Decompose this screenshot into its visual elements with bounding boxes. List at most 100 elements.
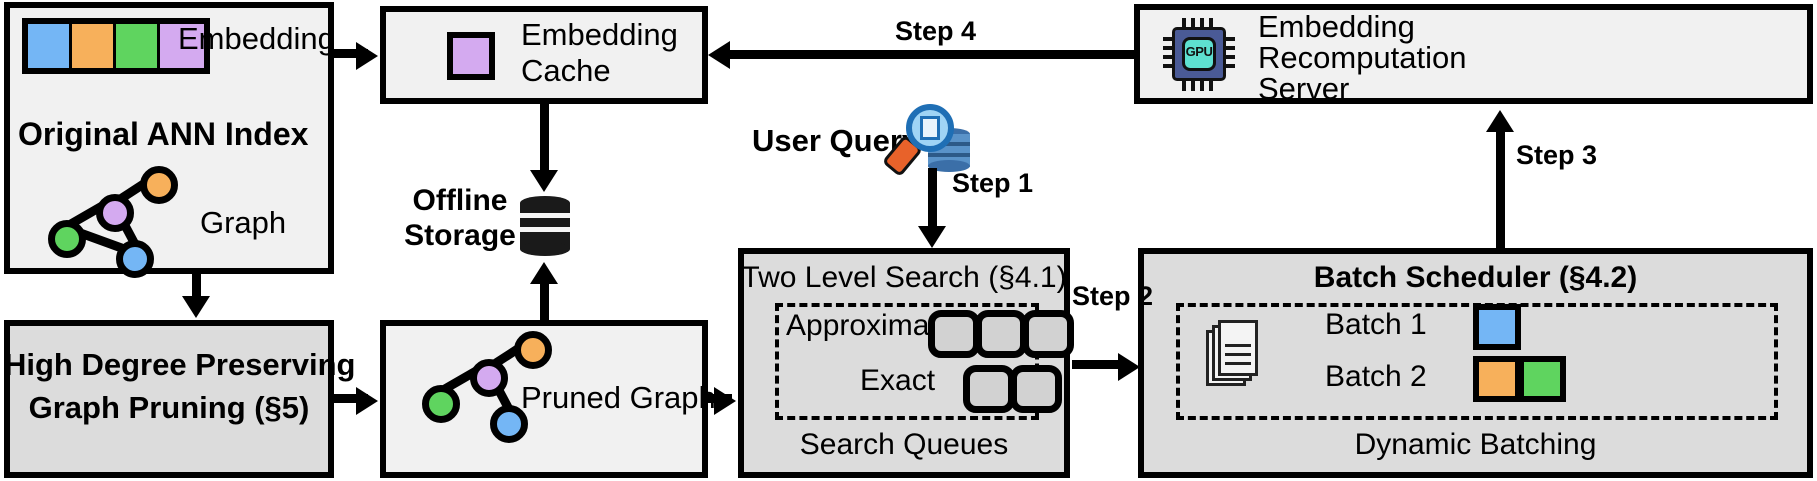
gpu-pin [1209, 18, 1213, 29]
arrow-step2-line [1072, 360, 1126, 369]
gpu-chip-core [1182, 37, 1216, 71]
step1-label: Step 1 [952, 168, 1034, 198]
arrow-cache-to-storage-head [530, 170, 558, 192]
batch-scheduler-title: Batch Scheduler (§4.2) [1313, 261, 1638, 294]
arrow-pruned-to-search-head [714, 387, 736, 415]
db-ridge [928, 142, 970, 146]
block-graph-pruning [4, 320, 334, 478]
graph-pruning-line2: Graph Pruning (§5) [28, 390, 310, 425]
approximate-row-label: Approximate [786, 309, 955, 342]
db-ridge [520, 213, 570, 218]
documents-stack-icon [1206, 320, 1266, 392]
two-level-search-title: Two Level Search (§4.1) [741, 261, 1067, 294]
embedding-swatch-purple [157, 21, 207, 71]
gpu-chip-icon: GPU [1163, 18, 1235, 91]
arrow-ann-to-pruning-line [192, 274, 201, 302]
arrow-ann-to-cache-line [334, 49, 368, 58]
embedding-swatch-green [113, 21, 163, 71]
batch-2-swatch-green [1518, 356, 1566, 402]
arrow-ann-to-pruning-head [182, 296, 210, 318]
gpu-pin [1209, 80, 1213, 91]
document-sheet [1218, 320, 1258, 376]
pruned-graph-graph [414, 331, 552, 443]
magnifier-doc-glyph [920, 116, 940, 140]
gpu-pin [1200, 80, 1204, 91]
ann-index-title: Original ANN Index [18, 116, 309, 152]
exact-queue-cell[interactable] [963, 365, 1015, 413]
step2-label: Step 2 [1072, 281, 1154, 311]
recomputation-server-line3: Server [1258, 71, 1350, 106]
gpu-pin [1224, 64, 1235, 68]
recomputation-server-line2: Recomputation [1258, 40, 1467, 75]
db-ridge [928, 153, 970, 157]
embedding-label: Embedding [178, 21, 335, 56]
embedding-cache-line2: Cache [521, 53, 611, 88]
arrow-step4-head [708, 41, 730, 69]
gpu-pin [1191, 80, 1195, 91]
embedding-swatch-orange [69, 21, 119, 71]
arrow-step3-line [1496, 130, 1505, 250]
arrow-pruning-to-pruned-line [334, 394, 368, 403]
arrow-pruning-to-pruned-head [356, 387, 378, 415]
dynamic-batching-footer: Dynamic Batching [1354, 428, 1597, 461]
embedding-cache-line1: Embedding [521, 17, 678, 52]
graph-node-green [48, 220, 86, 258]
step3-label: Step 3 [1516, 140, 1598, 170]
embedding-cache-swatch [447, 32, 495, 80]
exact-queue-cell[interactable] [1010, 365, 1062, 413]
db-disk-bottom [520, 242, 570, 256]
gpu-pin [1224, 55, 1235, 59]
arrow-step2-head [1118, 353, 1140, 381]
arrow-step3-head [1486, 110, 1514, 132]
graph-pruning-line1: High Degree Preserving [4, 347, 356, 382]
arrow-cache-to-storage-line [540, 104, 549, 174]
document-text-line [1225, 362, 1251, 365]
approximate-queue-cell[interactable] [928, 310, 980, 358]
query-search-database-icon [881, 104, 974, 178]
arrow-step4-line [722, 50, 1136, 59]
gpu-pin [1163, 37, 1174, 41]
graph-node-orange [514, 331, 552, 369]
arrow-ann-to-cache-head [356, 42, 378, 70]
offline-storage-line2: Storage [404, 219, 516, 252]
pruned-graph-label: Pruned Graph [521, 380, 716, 415]
exact-row-label: Exact [860, 364, 936, 397]
document-text-line [1225, 353, 1251, 356]
batch-2-label: Batch 2 [1325, 360, 1427, 393]
approximate-queue-cell[interactable] [1022, 310, 1074, 358]
arrow-pruned-to-storage-head [530, 262, 558, 284]
graph-node-purple [96, 194, 134, 232]
gpu-chip-label: GPU [1185, 44, 1213, 59]
approximate-queue-cell[interactable] [975, 310, 1027, 358]
arrow-step1-line [928, 168, 937, 236]
db-disk-bottom [928, 160, 970, 172]
gpu-pin [1163, 55, 1174, 59]
step4-label: Step 4 [895, 16, 977, 46]
database-cylinder-icon [520, 196, 570, 256]
document-text-line [1225, 344, 1251, 347]
ann-graph-label: Graph [200, 205, 287, 240]
block-recomputation-server [1134, 4, 1813, 104]
gpu-pin [1224, 46, 1235, 50]
graph-node-blue [116, 240, 154, 278]
ann-index-graph [40, 166, 178, 278]
embedding-swatch-blue [25, 21, 75, 71]
gpu-pin [1224, 37, 1235, 41]
block-two-level-search [738, 248, 1070, 478]
recomputation-server-line1: Embedding [1258, 9, 1415, 44]
arrow-pruned-to-storage-line [540, 272, 549, 324]
gpu-pin [1182, 18, 1186, 29]
user-query-label: User Query [752, 123, 920, 158]
arrow-step1-head [918, 226, 946, 248]
db-body [520, 203, 570, 249]
gpu-pin [1163, 46, 1174, 50]
offline-storage-line1: Offline [412, 184, 508, 217]
gpu-pin [1200, 18, 1204, 29]
graph-node-purple [470, 359, 508, 397]
graph-node-blue [490, 405, 528, 443]
search-queues-footer: Search Queues [799, 428, 1009, 461]
db-ridge [520, 227, 570, 232]
search-queues-dashed-region [775, 303, 1039, 420]
embedding-swatch-row [22, 18, 210, 74]
